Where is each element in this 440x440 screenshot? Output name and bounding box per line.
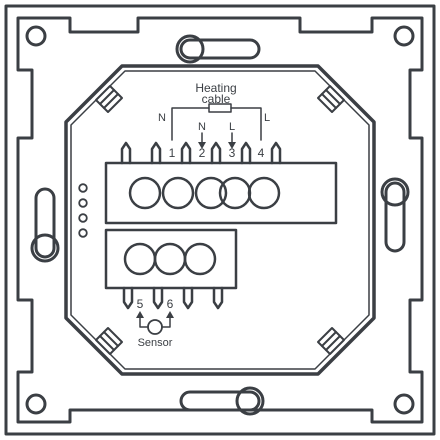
module-body-inner xyxy=(70,70,370,370)
live-label-right: L xyxy=(264,112,270,124)
corner-clip-bottom-right xyxy=(317,327,345,355)
screw-slot-icon xyxy=(179,386,265,416)
outer-frame xyxy=(4,4,436,436)
corner-clip-top-left xyxy=(95,85,123,113)
sensor-icon xyxy=(147,319,163,335)
heating-cable-wiring xyxy=(171,103,262,141)
upper-terminal-block xyxy=(104,141,338,225)
neutral-label-mid: N xyxy=(198,121,206,133)
corner-hole-top-left xyxy=(25,25,47,47)
arrow-icon xyxy=(198,142,236,149)
terminal-screw-icon xyxy=(123,242,217,276)
neutral-label-left: N xyxy=(158,112,166,124)
screw-slot-icon xyxy=(175,34,261,64)
heating-cable-label-line1: Heating xyxy=(195,81,236,95)
corner-clip-top-right xyxy=(317,85,345,113)
terminal-number: 4 xyxy=(258,146,265,160)
lower-terminal-block xyxy=(104,228,238,310)
led-indicator-icon xyxy=(78,183,88,238)
corner-hole-bottom-left xyxy=(25,393,47,415)
terminal-number: 2 xyxy=(199,146,206,160)
sensor-wiring xyxy=(139,315,171,328)
corner-clip-bottom-left xyxy=(95,327,123,355)
corner-hole-top-right xyxy=(393,25,415,47)
heating-cable-label-line2: cable xyxy=(202,92,231,106)
screw-slot-icon xyxy=(30,187,60,263)
sensor-label: Sensor xyxy=(138,337,173,349)
screw-slot-icon xyxy=(380,177,410,253)
arrow-icon xyxy=(136,311,174,318)
corner-hole-bottom-right xyxy=(393,393,415,415)
terminal-number: 5 xyxy=(137,297,144,311)
terminal-number: 1 xyxy=(169,146,176,160)
live-label-mid: L xyxy=(229,121,235,133)
terminal-number: 3 xyxy=(229,146,236,160)
terminal-number: 6 xyxy=(167,297,174,311)
terminal-screw-icon xyxy=(128,176,281,210)
module-body xyxy=(64,64,376,376)
